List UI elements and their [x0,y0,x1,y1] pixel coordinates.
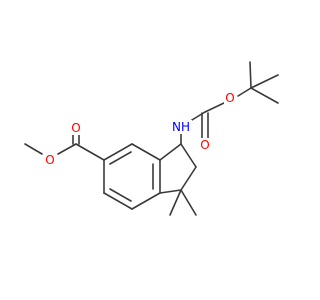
bond-ring-a1-a2 [103,143,133,161]
bond-ch2-cq [180,166,197,191]
atom-o-boc-ether: O [224,91,236,105]
atom-nh: NH [172,120,192,134]
atom-label-layer: O O NH O O [44,91,236,167]
bond-tbu-me-down [250,87,279,104]
bond-cq-me1 [180,189,197,216]
bond-c3-ch [159,143,182,161]
bond-ring-a2-a3 [131,143,161,161]
structure-svg: O O NH O O [24,61,279,216]
atom-o-ester-methoxy: O [44,153,56,167]
bond-ring-a5-a6 [103,192,133,210]
bond-oether-tbu [237,87,252,97]
bond-ring-a1-a2-inner [109,151,132,165]
bond-cq-c4 [159,189,182,194]
bond-ch-ch2 [180,143,197,168]
atom-o-ester-carbonyl-label: O [71,121,80,135]
bond-layer [24,61,279,216]
atom-o-ester-carbonyl: O [70,121,82,135]
bond-ring-carbonylc [75,143,105,161]
atom-o-boc-ether-label: O [225,91,234,105]
bond-oester-methyl [24,143,43,155]
bond-carbonylc-oester [57,143,77,155]
bond-tbu-me-up [249,61,252,89]
bond-cboc-oether [204,102,225,113]
bond-cq-me2 [169,189,182,216]
bond-ring-a5-a6-inner [109,188,132,202]
atom-o-boc-carbonyl-label: O [200,138,209,152]
bond-tbu-me-right [250,74,279,89]
bond-ring-a4-a5 [131,192,161,210]
atom-nh-label: NH [172,120,190,134]
atom-o-boc-carbonyl: O [199,138,211,152]
atom-o-ester-methoxy-label: O [45,153,54,167]
molecule-diagram: O O NH O O [24,61,279,216]
